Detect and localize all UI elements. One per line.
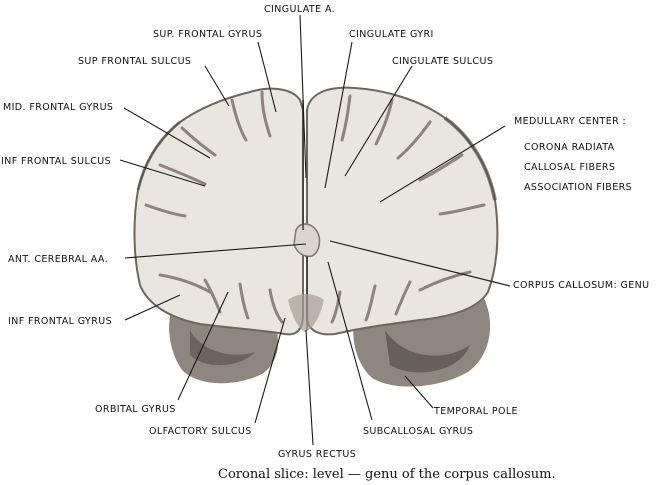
label-cingulate-a: CINGULATE A. xyxy=(264,4,335,15)
leader-subcallosal-gyrus xyxy=(327,261,373,421)
leader-olfactory-sulcus xyxy=(254,317,286,424)
brain-slice-illustration xyxy=(133,86,499,387)
leader-ant-cerebral-aa xyxy=(124,243,307,259)
leader-medullary-center xyxy=(379,125,506,203)
left-cortex-folds xyxy=(144,90,284,324)
labels: CINGULATE A. SUP. FRONTAL GYRUS CINGULAT… xyxy=(1,4,650,460)
label-sup-frontal-sulcus: SUP FRONTAL SULCUS xyxy=(78,56,191,67)
label-callosal-fibers: CALLOSAL FIBERS xyxy=(524,162,615,173)
gyrus-rectus-region xyxy=(288,294,324,332)
leader-temporal-pole xyxy=(404,375,434,409)
leader-sup-frontal-gyrus xyxy=(257,41,277,113)
leader-cingulate-sulcus xyxy=(344,65,413,177)
label-gyrus-rectus: GYRUS RECTUS xyxy=(278,449,356,460)
left-temporal-shade xyxy=(190,330,255,366)
label-olfactory-sulcus: OLFACTORY SULCUS xyxy=(149,426,252,437)
label-subcallosal-gyrus: SUBCALLOSAL GYRUS xyxy=(363,426,473,437)
label-temporal-pole: TEMPORAL POLE xyxy=(433,406,518,417)
label-mid-frontal-gyrus: MID. FRONTAL GYRUS xyxy=(3,102,113,113)
label-orbital-gyrus: ORBITAL GYRUS xyxy=(95,404,176,415)
left-hemisphere xyxy=(133,87,304,336)
leader-inf-frontal-gyrus xyxy=(124,294,181,321)
leader-inf-frontal-sulcus xyxy=(119,159,206,187)
label-medullary-center: MEDULLARY CENTER : xyxy=(514,116,626,127)
label-cingulate-gyri: CINGULATE GYRI xyxy=(349,29,434,40)
leader-cingulate-a xyxy=(299,14,307,179)
right-outer-shade xyxy=(443,116,497,201)
label-ant-cerebral-aa: ANT. CEREBRAL AA. xyxy=(8,254,108,265)
label-sup-frontal-gyrus: SUP. FRONTAL GYRUS xyxy=(153,29,262,40)
right-hemisphere xyxy=(306,86,499,336)
leader-orbital-gyrus xyxy=(177,291,229,401)
label-inf-frontal-sulcus: INF FRONTAL SULCUS xyxy=(1,156,111,167)
right-cortex-folds xyxy=(330,94,486,324)
label-cingulate-sulcus: CINGULATE SULCUS xyxy=(392,56,493,67)
leader-lines xyxy=(119,14,511,446)
label-inf-frontal-gyrus: INF FRONTAL GYRUS xyxy=(8,316,112,327)
leader-mid-frontal-gyrus xyxy=(123,107,211,159)
figure-caption: Coronal slice: level — genu of the corpu… xyxy=(218,467,556,482)
right-temporal-shade xyxy=(385,330,470,373)
leader-corpus-callosum-genu xyxy=(329,240,511,287)
label-corpus-callosum-genu: CORPUS CALLOSUM: GENU xyxy=(513,280,650,291)
label-corona-radiata: CORONA RADIATA xyxy=(524,142,615,153)
leader-sup-frontal-sulcus xyxy=(204,65,230,107)
leader-cingulate-gyri xyxy=(324,41,353,189)
left-outer-shade xyxy=(136,120,181,191)
corpus-callosum-genu xyxy=(293,223,321,258)
leader-gyrus-rectus xyxy=(305,329,314,446)
label-association-fibers: ASSOCIATION FIBERS xyxy=(524,182,632,193)
